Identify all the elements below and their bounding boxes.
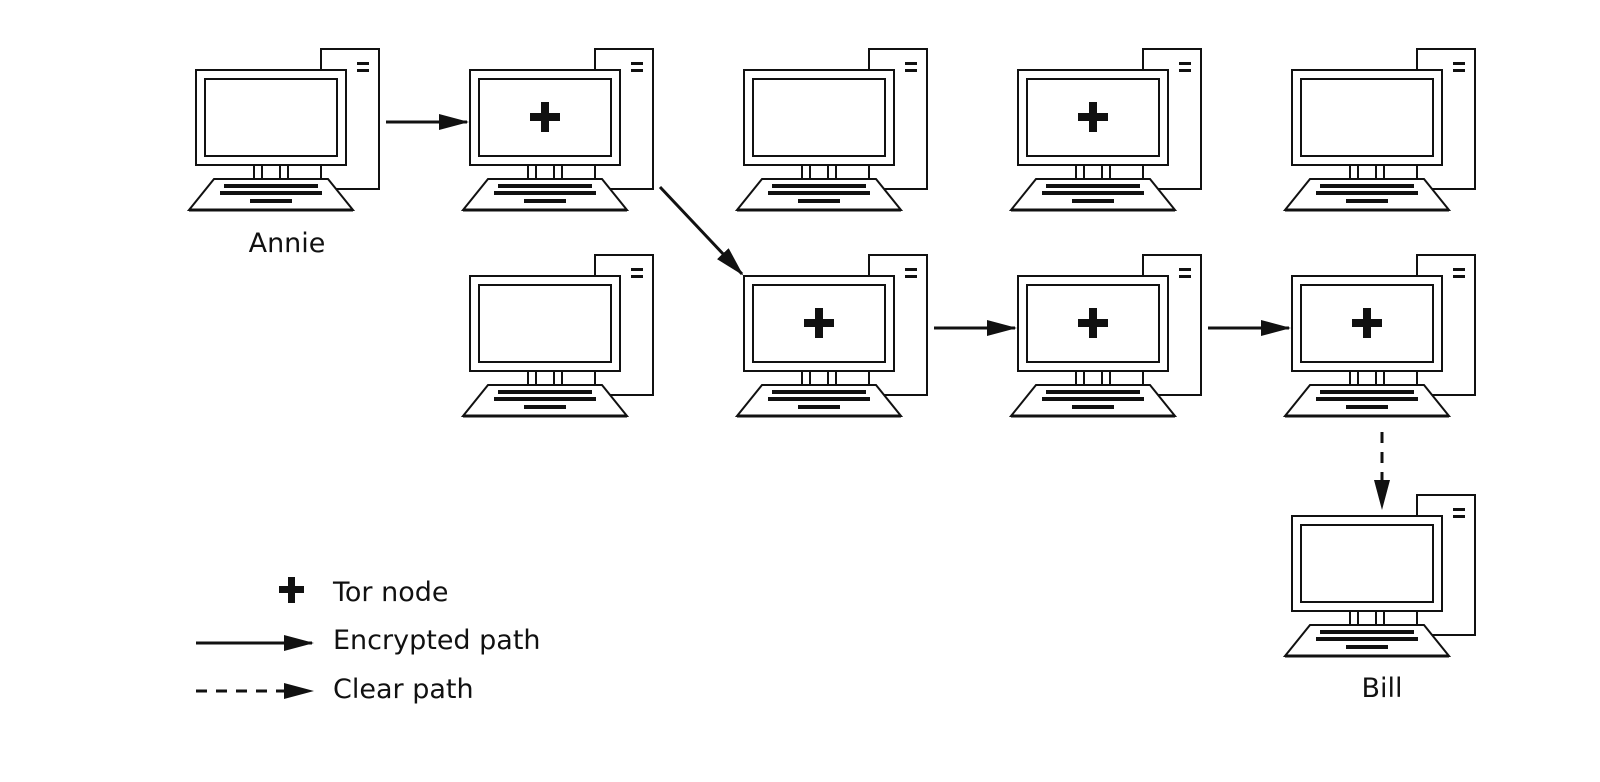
tor-node-computer	[734, 254, 928, 418]
legend	[196, 577, 314, 699]
bill-computer	[1282, 494, 1476, 658]
legend-encrypted-path-label: Encrypted path	[333, 625, 541, 656]
tor-node-computer	[1282, 254, 1476, 418]
legend-tor-node-label: Tor node	[333, 577, 449, 608]
computer	[460, 254, 654, 418]
legend-tor-node-icon	[279, 577, 304, 603]
tor-node-plus-icon	[1078, 308, 1108, 338]
computer	[734, 48, 928, 212]
tor-node-plus-icon	[1078, 102, 1108, 132]
bill-label: Bill	[1361, 673, 1403, 704]
annie-computer	[186, 48, 380, 212]
tor-node-computer	[1008, 48, 1202, 212]
tor-node-computer	[1008, 254, 1202, 418]
tor-node-plus-icon	[1352, 308, 1382, 338]
tor-node-plus-icon	[530, 102, 560, 132]
annie-label: Annie	[248, 228, 326, 259]
computer	[1282, 48, 1476, 212]
tor-node-plus-icon	[804, 308, 834, 338]
tor-node-computer	[460, 48, 654, 212]
legend-clear-path-label: Clear path	[333, 674, 474, 705]
encrypted-path-arrow	[658, 185, 744, 276]
